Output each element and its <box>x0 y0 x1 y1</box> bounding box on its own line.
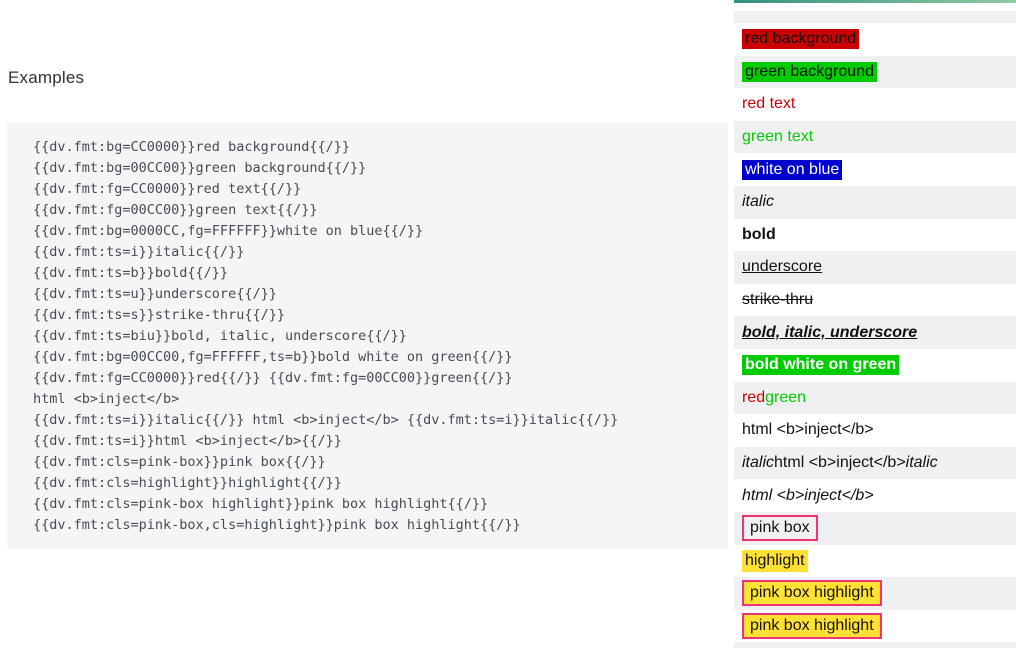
result-segment: pink box <box>742 515 818 542</box>
result-segment: bold, italic, underscore <box>742 323 918 341</box>
result-row-16: pink box <box>734 511 1016 545</box>
result-segment: strike-thru <box>742 291 814 309</box>
result-row-1: red background <box>734 23 1016 56</box>
result-row-4: green text <box>734 120 1016 154</box>
result-row-3: red text <box>734 88 1016 121</box>
result-segment: red text <box>742 95 796 113</box>
result-segment: green <box>765 388 807 406</box>
results-panel: red background green background red text gr… <box>734 0 1016 648</box>
result-row-13: html <b>inject</b> <box>734 414 1016 447</box>
result-segment: red background <box>742 29 860 50</box>
result-row-11: bold white on green <box>734 349 1016 382</box>
result-row-19: pink box highlight <box>734 610 1016 643</box>
result-row-14: italic html <b>inject</b> italic <box>734 446 1016 480</box>
result-segment: html <b>inject</b> <box>742 486 874 504</box>
table-header-row <box>734 11 1016 23</box>
result-row-17: highlight <box>734 545 1016 578</box>
result-row-8: underscore <box>734 251 1016 284</box>
result-segment: white on blue <box>742 159 843 180</box>
result-segment: italic <box>905 454 938 472</box>
examples-heading: Examples <box>8 68 85 87</box>
result-segment: bold white on green <box>742 355 900 376</box>
result-segment: red <box>742 388 766 406</box>
result-row-12: red green <box>734 381 1016 415</box>
result-segment: italic <box>742 193 775 211</box>
table-top-border <box>734 0 1016 3</box>
result-row-6: italic <box>734 185 1016 219</box>
result-segment: italic <box>742 454 775 472</box>
result-segment: green background <box>742 61 877 82</box>
partial-row <box>734 642 1016 648</box>
result-row-2: green background <box>734 55 1016 89</box>
results-rows: red background green background red text gr… <box>734 23 1016 642</box>
result-segment: bold <box>742 225 776 243</box>
result-row-9: strike-thru <box>734 284 1016 317</box>
result-segment: html <b>inject</b> <box>742 421 874 439</box>
result-row-5: white on blue <box>734 153 1016 186</box>
code-block: {{dv.fmt:bg=CC0000}}red background{{/}} … <box>7 122 728 549</box>
result-row-7: bold <box>734 219 1016 252</box>
result-segment: underscore <box>742 258 823 276</box>
result-row-15: html <b>inject</b> <box>734 479 1016 512</box>
result-segment: html <b>inject</b> <box>774 454 906 472</box>
result-row-10: bold, italic, underscore <box>734 316 1016 349</box>
result-segment: green text <box>742 128 814 146</box>
result-row-18: pink box highlight <box>734 577 1016 610</box>
result-segment: highlight <box>742 549 808 572</box>
result-segment: pink box highlight <box>742 612 882 639</box>
result-segment: pink box highlight <box>742 580 882 607</box>
